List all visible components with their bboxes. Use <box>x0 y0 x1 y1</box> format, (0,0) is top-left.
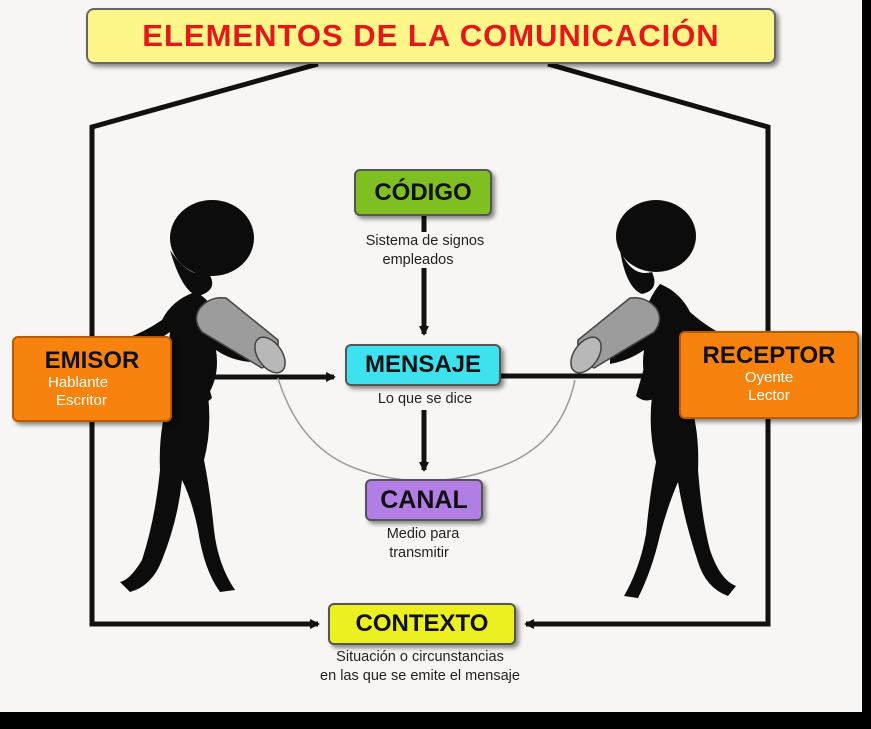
right-can-icon <box>570 296 661 374</box>
canal-desc-line1: Medio para <box>386 526 460 542</box>
codigo-box: CÓDIGO <box>354 169 492 216</box>
contexto-desc-line1: Situación o circunstancias <box>336 649 504 665</box>
mensaje-description: Lo que se dice <box>377 391 473 407</box>
mensaje-box: MENSAJE <box>345 344 501 386</box>
left-can-icon <box>195 296 286 374</box>
canal-desc-line2: transmitir <box>389 545 449 561</box>
codigo-desc-line2: empleados <box>382 252 454 268</box>
receptor-sub2: Lector <box>748 387 790 404</box>
codigo-description: Sistema de signos empleados <box>350 232 500 270</box>
contexto-description: Situación o circunstancias en las que se… <box>300 648 540 686</box>
listener-silhouette <box>570 200 740 598</box>
emisor-box: EMISOR Hablante Escritor <box>12 336 172 422</box>
canal-description: Medio para transmitir <box>368 525 478 563</box>
diagram-title: ELEMENTOS DE LA COMUNICACIÓN <box>86 8 776 64</box>
emisor-sub2: Escritor <box>56 392 107 409</box>
emisor-label: EMISOR <box>44 347 140 374</box>
contexto-box: CONTEXTO <box>328 603 516 645</box>
codigo-desc-line1: Sistema de signos <box>365 233 485 249</box>
speaker-silhouette <box>118 200 286 592</box>
receptor-label: RECEPTOR <box>702 342 836 369</box>
emisor-sub1: Hablante <box>48 374 109 391</box>
receptor-box: RECEPTOR Oyente Lector <box>679 331 859 419</box>
receptor-sub1: Oyente <box>744 369 794 386</box>
canal-box: CANAL <box>365 479 483 521</box>
diagram-canvas: ELEMENTOS DE LA COMUNICACIÓN CÓDIGO Sist… <box>0 0 862 712</box>
contexto-desc-line2: en las que se emite el mensaje <box>320 668 520 684</box>
